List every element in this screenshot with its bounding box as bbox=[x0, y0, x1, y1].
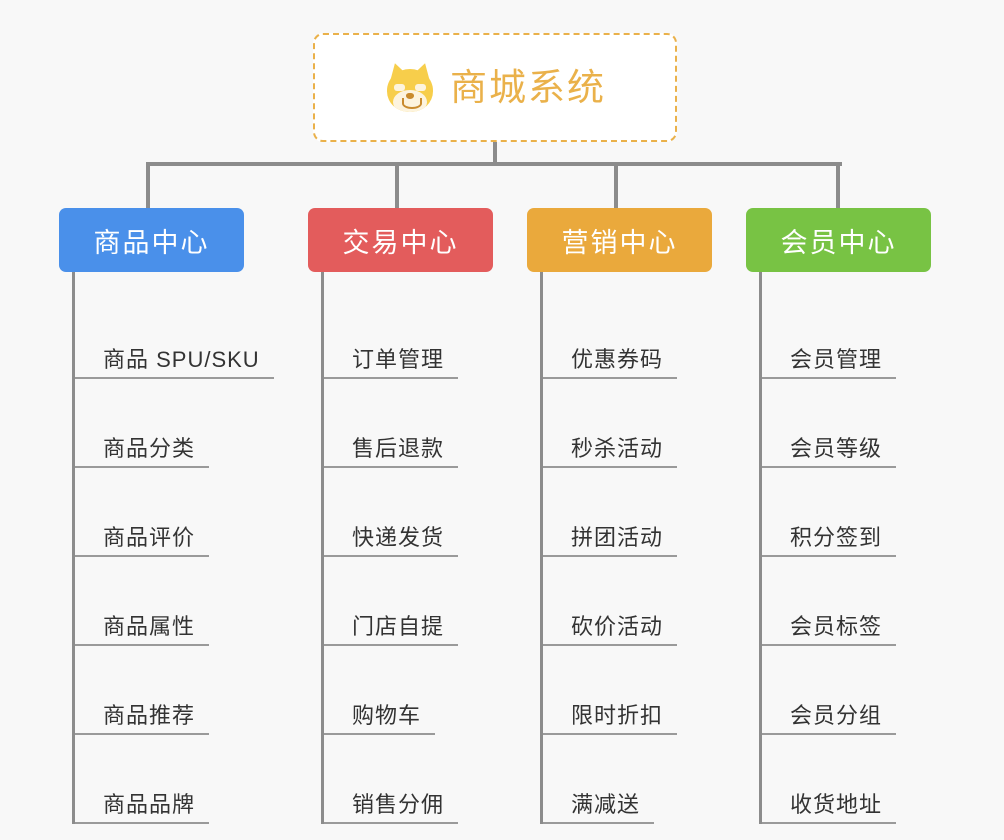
connector-drop-3 bbox=[614, 162, 618, 210]
leaf-label: 积分签到 bbox=[790, 524, 883, 550]
connector-drop-1 bbox=[146, 162, 150, 210]
leaf-label: 优惠券码 bbox=[571, 346, 664, 372]
leaf-label: 会员标签 bbox=[790, 613, 883, 639]
leaf-item[interactable]: 快递发货 bbox=[324, 468, 493, 557]
leaf-item[interactable]: 优惠券码 bbox=[543, 290, 712, 379]
leaf-label: 快递发货 bbox=[352, 524, 445, 550]
leaf-list-4: 会员管理会员等级积分签到会员标签会员分组收货地址 bbox=[759, 272, 931, 824]
leaf-label: 收货地址 bbox=[790, 791, 883, 817]
leaf-item[interactable]: 商品属性 bbox=[75, 557, 244, 646]
leaf-label: 拼团活动 bbox=[571, 524, 664, 550]
branch-column-1: 商品中心商品 SPU/SKU 商品分类商品评价商品属性商品推荐商品品牌 bbox=[59, 208, 274, 824]
category-box-4[interactable]: 会员中心 bbox=[746, 208, 931, 272]
leaf-underline: 限时折扣 bbox=[543, 702, 678, 735]
leaf-item[interactable]: 购物车 bbox=[324, 646, 493, 735]
leaf-underline: 会员分组 bbox=[762, 702, 897, 735]
branch-column-3: 营销中心优惠券码秒杀活动拼团活动砍价活动限时折扣满减送 bbox=[527, 208, 712, 824]
leaf-underline: 会员标签 bbox=[762, 613, 897, 646]
leaf-label: 售后退款 bbox=[352, 435, 445, 461]
category-box-3[interactable]: 营销中心 bbox=[527, 208, 712, 272]
branch-column-4: 会员中心会员管理会员等级积分签到会员标签会员分组收货地址 bbox=[746, 208, 931, 824]
leaf-label: 限时折扣 bbox=[571, 702, 664, 728]
leaf-item[interactable]: 秒杀活动 bbox=[543, 379, 712, 468]
leaf-item[interactable]: 售后退款 bbox=[324, 379, 493, 468]
leaf-item[interactable]: 商品 SPU/SKU bbox=[75, 290, 274, 379]
leaf-item[interactable]: 拼团活动 bbox=[543, 468, 712, 557]
leaf-item[interactable]: 商品评价 bbox=[75, 468, 244, 557]
leaf-underline: 满减送 bbox=[543, 791, 655, 824]
leaf-label: 满减送 bbox=[571, 791, 641, 817]
root-node[interactable]: 商城系统 bbox=[313, 33, 677, 142]
leaf-item[interactable]: 订单管理 bbox=[324, 290, 493, 379]
leaf-item[interactable]: 满减送 bbox=[543, 735, 712, 824]
leaf-label: 销售分佣 bbox=[352, 791, 445, 817]
leaf-underline: 商品分类 bbox=[75, 435, 210, 468]
leaf-label: 购物车 bbox=[352, 702, 422, 728]
root-title: 商城系统 bbox=[450, 67, 606, 108]
leaf-underline: 门店自提 bbox=[324, 613, 459, 646]
leaf-underline: 快递发货 bbox=[324, 524, 459, 557]
leaf-label: 会员分组 bbox=[790, 702, 883, 728]
leaf-underline: 收货地址 bbox=[762, 791, 897, 824]
leaf-list-2: 订单管理售后退款快递发货门店自提购物车销售分佣 bbox=[321, 272, 493, 824]
leaf-underline: 会员管理 bbox=[762, 346, 897, 379]
leaf-underline: 商品属性 bbox=[75, 613, 210, 646]
category-box-2[interactable]: 交易中心 bbox=[308, 208, 493, 272]
leaf-underline: 砍价活动 bbox=[543, 613, 678, 646]
leaf-underline: 售后退款 bbox=[324, 435, 459, 468]
leaf-underline: 购物车 bbox=[324, 702, 436, 735]
leaf-label: 商品评价 bbox=[103, 524, 196, 550]
connector-drop-4 bbox=[836, 162, 840, 210]
leaf-item[interactable]: 会员标签 bbox=[762, 557, 931, 646]
leaf-label: 门店自提 bbox=[352, 613, 445, 639]
leaf-item[interactable]: 销售分佣 bbox=[324, 735, 493, 824]
leaf-label: 商品 SPU/SKU bbox=[103, 346, 260, 372]
leaf-item[interactable]: 商品分类 bbox=[75, 379, 244, 468]
leaf-label: 会员管理 bbox=[790, 346, 883, 372]
leaf-item[interactable]: 商品推荐 bbox=[75, 646, 244, 735]
leaf-item[interactable]: 砍价活动 bbox=[543, 557, 712, 646]
shiba-dog-face-emoji bbox=[384, 60, 436, 114]
leaf-label: 订单管理 bbox=[352, 346, 445, 372]
leaf-underline: 订单管理 bbox=[324, 346, 459, 379]
leaf-underline: 商品评价 bbox=[75, 524, 210, 557]
leaf-item[interactable]: 限时折扣 bbox=[543, 646, 712, 735]
leaf-item[interactable]: 会员管理 bbox=[762, 290, 931, 379]
leaf-item[interactable]: 会员分组 bbox=[762, 646, 931, 735]
leaf-underline: 销售分佣 bbox=[324, 791, 459, 824]
branch-column-2: 交易中心订单管理售后退款快递发货门店自提购物车销售分佣 bbox=[308, 208, 493, 824]
leaf-underline: 积分签到 bbox=[762, 524, 897, 557]
leaf-label: 秒杀活动 bbox=[571, 435, 664, 461]
category-box-1[interactable]: 商品中心 bbox=[59, 208, 244, 272]
leaf-underline: 商品 SPU/SKU bbox=[75, 346, 274, 379]
leaf-label: 商品推荐 bbox=[103, 702, 196, 728]
leaf-item[interactable]: 收货地址 bbox=[762, 735, 931, 824]
leaf-underline: 秒杀活动 bbox=[543, 435, 678, 468]
leaf-underline: 商品推荐 bbox=[75, 702, 210, 735]
leaf-list-3: 优惠券码秒杀活动拼团活动砍价活动限时折扣满减送 bbox=[540, 272, 712, 824]
leaf-item[interactable]: 商品品牌 bbox=[75, 735, 244, 824]
leaf-underline: 拼团活动 bbox=[543, 524, 678, 557]
leaf-item[interactable]: 门店自提 bbox=[324, 557, 493, 646]
leaf-label: 砍价活动 bbox=[571, 613, 664, 639]
leaf-label: 商品品牌 bbox=[103, 791, 196, 817]
connector-drop-2 bbox=[395, 162, 399, 210]
leaf-underline: 优惠券码 bbox=[543, 346, 678, 379]
leaf-label: 会员等级 bbox=[790, 435, 883, 461]
leaf-underline: 商品品牌 bbox=[75, 791, 210, 824]
leaf-underline: 会员等级 bbox=[762, 435, 897, 468]
leaf-list-1: 商品 SPU/SKU 商品分类商品评价商品属性商品推荐商品品牌 bbox=[72, 272, 274, 824]
leaf-item[interactable]: 会员等级 bbox=[762, 379, 931, 468]
leaf-label: 商品分类 bbox=[103, 435, 196, 461]
connector-root-stem bbox=[493, 142, 497, 164]
leaf-label: 商品属性 bbox=[103, 613, 196, 639]
connector-horizontal-bus bbox=[148, 162, 842, 166]
leaf-item[interactable]: 积分签到 bbox=[762, 468, 931, 557]
